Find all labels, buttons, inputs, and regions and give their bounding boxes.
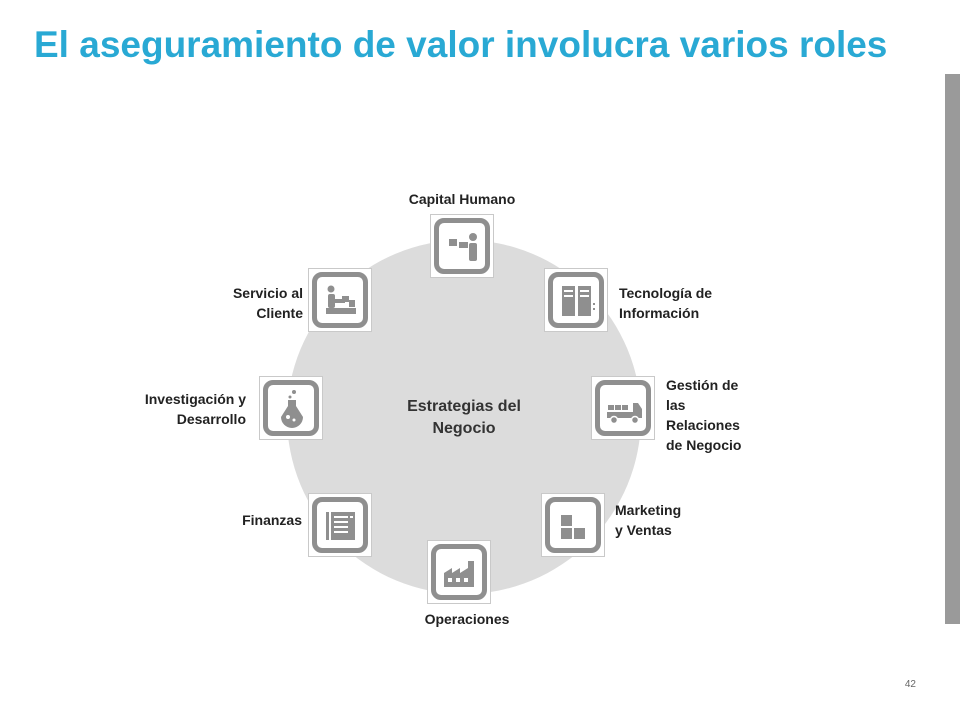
label-gestion-relaciones: Gestión de las Relaciones de Negocio [666, 377, 742, 453]
slide-title: El aseguramiento de valor involucra vari… [34, 24, 888, 65]
flask-icon [281, 390, 303, 428]
label-investigacion: Investigación y Desarrollo [144, 391, 246, 427]
node-finanzas[interactable] [308, 493, 372, 557]
node-servicio[interactable] [308, 268, 372, 332]
label-finanzas: Finanzas [242, 512, 302, 528]
node-operaciones[interactable] [427, 540, 491, 604]
ledger-icon [326, 512, 355, 540]
label-marketing: Marketing y Ventas [615, 502, 682, 538]
factory-icon [444, 561, 474, 587]
service-desk-icon [326, 285, 356, 314]
label-tecnologia: Tecnología de Información [619, 285, 713, 321]
hub-center-label: Estrategias del Negocio [407, 398, 521, 437]
label-servicio: Servicio al Cliente [232, 285, 303, 321]
side-accent-bar [945, 74, 960, 624]
label-capital-humano: Capital Humano [408, 191, 516, 207]
page-number: 42 [904, 679, 916, 690]
node-tecnologia[interactable] [544, 268, 608, 332]
node-capital-humano[interactable] [430, 214, 494, 278]
label-operaciones: Operaciones [424, 611, 510, 627]
blocks-icon [561, 515, 585, 539]
node-gestion-relaciones[interactable] [591, 376, 655, 440]
node-marketing[interactable] [541, 493, 605, 557]
truck-icon [607, 403, 642, 425]
server-icon [562, 286, 595, 316]
node-investigacion[interactable] [259, 376, 323, 440]
presenter-icon [449, 233, 477, 261]
